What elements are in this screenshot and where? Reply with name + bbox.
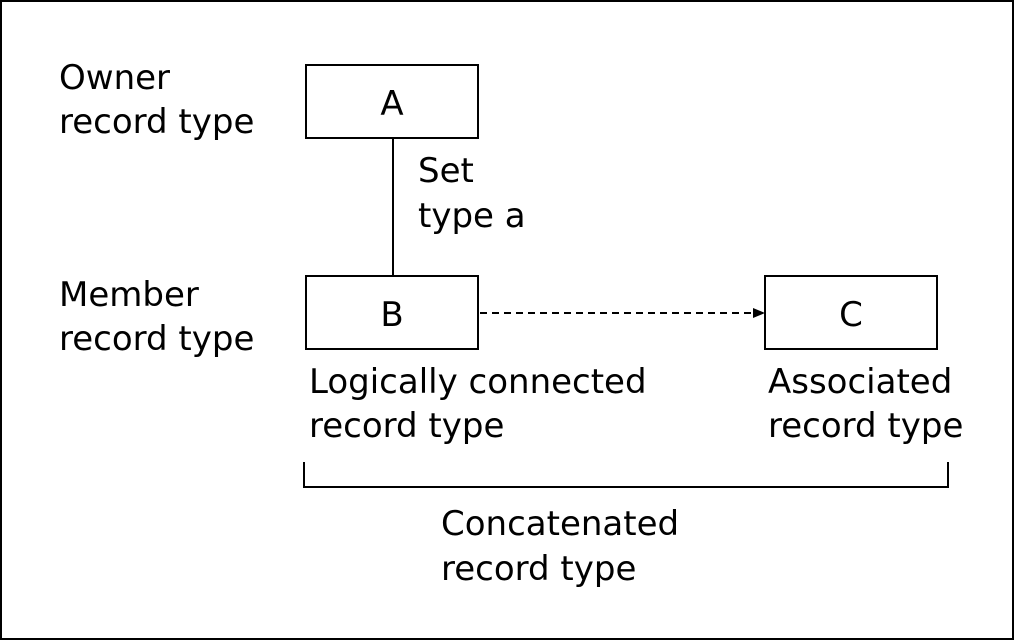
member-label-line1: Member: [59, 275, 199, 315]
box-b-label: B: [380, 295, 403, 335]
associated-box-c: [764, 275, 938, 350]
set-label-line2: type a: [418, 196, 526, 236]
logical-label-line1: Logically connected: [309, 362, 647, 402]
box-c-label: C: [839, 295, 863, 335]
concatenated-bracket: [303, 462, 949, 488]
associated-label-line1: Associated: [768, 362, 952, 402]
concatenated-label-line1: Concatenated: [441, 504, 679, 544]
set-label-line1: Set: [418, 151, 474, 191]
member-box-b: [305, 275, 479, 350]
concatenated-label-line2: record type: [441, 549, 636, 589]
member-label-line2: record type: [59, 319, 254, 359]
owner-label-line1: Owner: [59, 58, 170, 98]
owner-label-line2: record type: [59, 102, 254, 142]
logical-label-line2: record type: [309, 406, 504, 446]
associated-label-line2: record type: [768, 406, 963, 446]
box-a-label: A: [380, 84, 403, 124]
